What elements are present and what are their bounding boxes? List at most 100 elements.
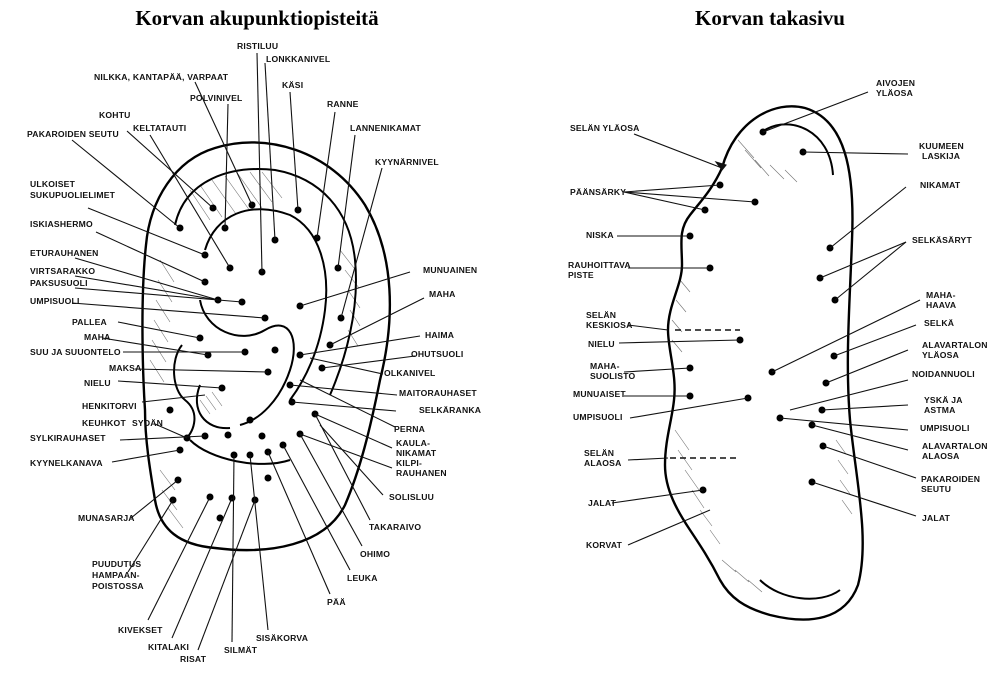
label-maitorauhaset: MAITORAUHASET: [399, 388, 477, 398]
label-ohutsuoli: OHUTSUOLI: [411, 349, 463, 359]
label-pakaroiden-seutu: PAKAROIDEN SEUTU: [27, 129, 119, 139]
label-takaraivo: TAKARAIVO: [369, 522, 421, 532]
label-keltatauti: KELTATAUTI: [133, 123, 186, 133]
label-niska: NISKA: [586, 230, 614, 240]
label-maksa: MAKSA: [109, 363, 142, 373]
label-kilpi: KILPI-: [396, 458, 422, 468]
acupoint-dot: [258, 432, 266, 440]
label-ulkoiset: ULKOISET: [30, 179, 76, 189]
label-ohimo: OHIMO: [360, 549, 390, 559]
back-labels: AIVOJEN YLÄOSA SELÄN YLÄOSA KUUMEEN LASK…: [568, 78, 988, 550]
label-jalat-left: JALAT: [588, 498, 617, 508]
label-puudutus: PUUDUTUS: [92, 559, 141, 569]
back-leader-lines: [611, 91, 921, 546]
label-maha-haava-1: MAHA-: [926, 290, 956, 300]
label-korvat: KORVAT: [586, 540, 623, 550]
front-labels: RISTILUU LONKKANIVEL NILKKA, KANTAPÄÄ, V…: [27, 41, 481, 664]
front-ear-drawing: [141, 141, 392, 552]
front-leader-lines: [71, 52, 425, 651]
label-kyynelkanava: KYYNELKANAVA: [30, 458, 103, 468]
label-munuaiset: MUNUAISET: [573, 389, 626, 399]
label-maha-suolisto-1: MAHA-: [590, 361, 620, 371]
label-pakaroiden-seutu-2: SEUTU: [921, 484, 951, 494]
acupoint-dot: [264, 474, 272, 482]
label-noidannuoli: NOIDANNUOLI: [912, 369, 975, 379]
label-alavartalon-alaosa-1: ALAVARTALON: [922, 441, 988, 451]
label-pakaroiden-seutu-1: PAKAROIDEN: [921, 474, 980, 484]
label-paansarky: PÄÄNSÄRKY: [570, 187, 626, 197]
label-alavartalon-ylaosa-1: ALAVARTALON: [922, 340, 988, 350]
label-virtsarakko: VIRTSARAKKO: [30, 266, 95, 276]
label-rauhoittava: RAUHOITTAVA: [568, 260, 631, 270]
acupoint-dot: [271, 346, 279, 354]
label-ristiluu: RISTILUU: [237, 41, 278, 51]
label-yska-ja: YSKÄ JA: [924, 395, 963, 405]
label-poistossa: POISTOSSA: [92, 581, 144, 591]
label-perna: PERNA: [394, 424, 425, 434]
label-hampaan: HAMPAAN-: [92, 570, 140, 580]
label-alavartalon-ylaosa-2: YLÄOSA: [922, 350, 959, 360]
front-title: Korvan akupunktiopisteitä: [135, 6, 379, 30]
label-sisakorva: SISÄKORVA: [256, 633, 308, 643]
label-paa: PÄÄ: [327, 597, 346, 607]
label-maha: MAHA: [84, 332, 111, 342]
label-alavartalon-alaosa-2: ALAOSA: [922, 451, 959, 461]
label-selan-alaosa-2: ALAOSA: [584, 458, 621, 468]
label-sydan: SYDÄN: [132, 418, 163, 428]
label-keuhkot: KEUHKOT: [82, 418, 126, 428]
label-piste: PISTE: [568, 270, 594, 280]
label-astma: ASTMA: [924, 405, 956, 415]
label-selan-alaosa-1: SELÄN: [584, 448, 614, 458]
label-iskiashermo: ISKIASHERMO: [30, 219, 93, 229]
label-polvinivel: POLVINIVEL: [190, 93, 242, 103]
label-henkitorvi: HENKITORVI: [82, 401, 137, 411]
label-selan-keskiosa-1: SELÄN: [586, 310, 616, 320]
label-nilkka: NILKKA, KANTAPÄÄ, VARPAAT: [94, 72, 229, 82]
acupoint-dot: [166, 406, 174, 414]
label-selkasaryt: SELKÄSÄRYT: [912, 235, 972, 245]
label-nielu-back: NIELU: [588, 339, 615, 349]
label-nielu: NIELU: [84, 378, 111, 388]
label-lannenikamat: LANNENIKAMAT: [350, 123, 422, 133]
acupoint-dot: [216, 514, 224, 522]
label-jalat-right: JALAT: [922, 513, 951, 523]
acupoint-dot: [224, 431, 232, 439]
label-kyynarnivel: KYYNÄRNIVEL: [375, 157, 439, 167]
label-selan-ylaosa: SELÄN YLÄOSA: [570, 123, 640, 133]
label-maha-right: MAHA: [429, 289, 456, 299]
label-maha-haava-2: HAAVA: [926, 300, 956, 310]
label-kitalaki: KITALAKI: [148, 642, 189, 652]
label-kohtu: KOHTU: [99, 110, 131, 120]
label-pallea: PALLEA: [72, 317, 107, 327]
label-rauhanen: RAUHANEN: [396, 468, 447, 478]
label-kasi: KÄSI: [282, 80, 303, 90]
label-leuka: LEUKA: [347, 573, 378, 583]
label-paksusuoli: PAKSUSUOLI: [30, 278, 88, 288]
label-solisluu: SOLISLUU: [389, 492, 434, 502]
label-umpisuoli-left: UMPISUOLI: [573, 412, 623, 422]
label-nikamat-back: NIKAMAT: [920, 180, 961, 190]
back-ear-drawing: [663, 105, 864, 621]
label-umpisuoli-right: UMPISUOLI: [920, 423, 970, 433]
label-nikamat: NIKAMAT: [396, 448, 437, 458]
label-munasarja: MUNASARJA: [78, 513, 135, 523]
label-haima: HAIMA: [425, 330, 454, 340]
label-maha-suolisto-2: SUOLISTO: [590, 371, 635, 381]
label-laskija: LASKIJA: [922, 151, 960, 161]
label-kivekset: KIVEKSET: [118, 625, 163, 635]
label-kuumeen: KUUMEEN: [919, 141, 964, 151]
label-sylkirauhaset: SYLKIRAUHASET: [30, 433, 106, 443]
label-ranne: RANNE: [327, 99, 359, 109]
label-aivojen: AIVOJEN: [876, 78, 915, 88]
label-munuainen: MUNUAINEN: [423, 265, 477, 275]
acupoint-dot: [246, 416, 254, 424]
label-olkanivel: OLKANIVEL: [384, 368, 435, 378]
label-risat: RISAT: [180, 654, 207, 664]
label-ylaosa: YLÄOSA: [876, 88, 913, 98]
label-eturauhanen: ETURAUHANEN: [30, 248, 99, 258]
label-lonkkanivel: LONKKANIVEL: [266, 54, 330, 64]
back-title: Korvan takasivu: [695, 6, 845, 30]
label-kaula: KAULA-: [396, 438, 430, 448]
label-umpisuoli: UMPISUOLI: [30, 296, 80, 306]
